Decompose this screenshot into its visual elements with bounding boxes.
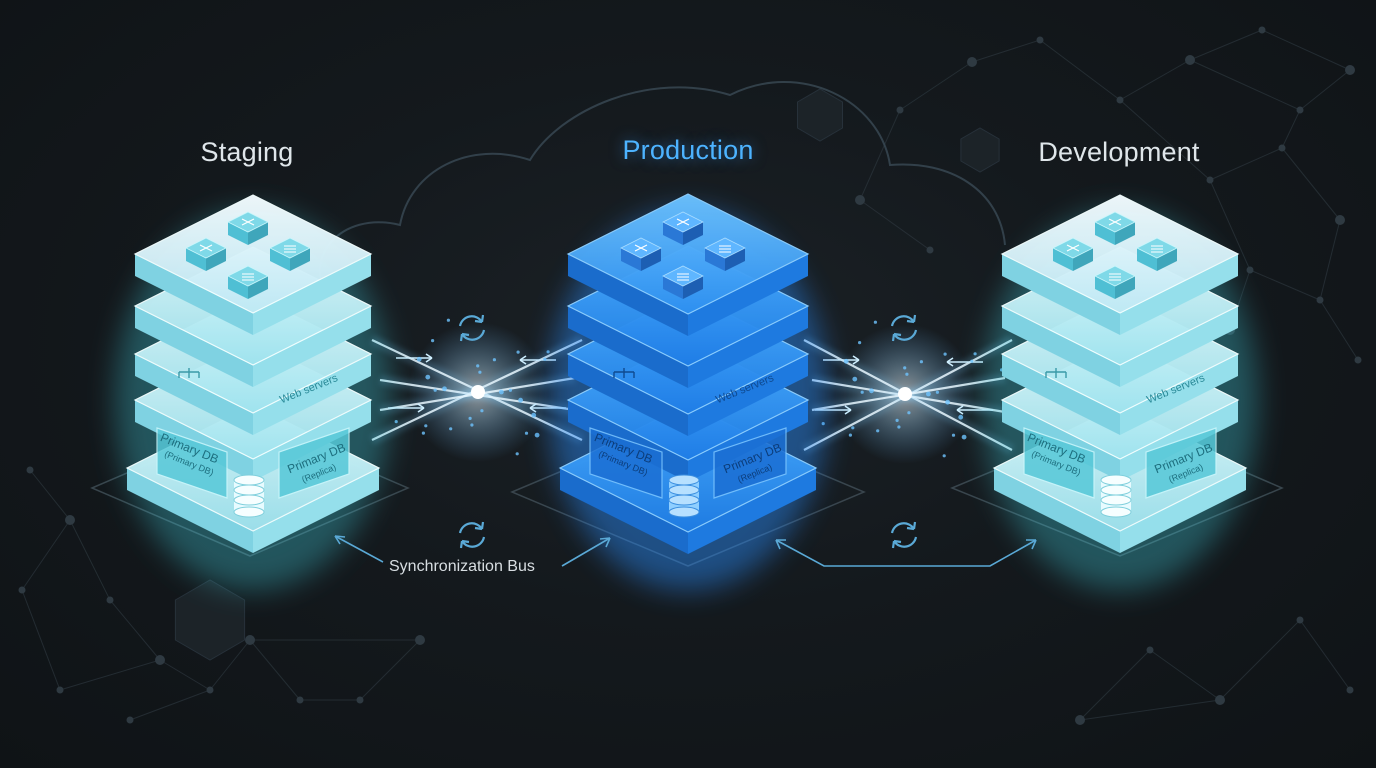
network-node-icon [1346,686,1354,694]
staging-title: Staging [200,137,294,167]
dev-prod-link [775,539,1037,567]
environment-stacks: Primary DB(Primary DB)Primary DB(Replica… [115,193,1258,590]
network-node-icon [855,195,865,205]
database-icon [1100,474,1132,518]
network-node-icon [415,635,425,645]
server-icon [227,265,269,299]
bus-arrow-left [334,535,384,563]
network-node-icon [65,515,75,525]
server-icon [1052,237,1094,271]
sync-icon [890,314,918,342]
network-node-icon [18,586,26,594]
server-icon [620,237,662,271]
network-node-icon [245,635,255,645]
network-node-icon [1206,176,1214,184]
network-node-icon [1185,55,1195,65]
server-icon [227,211,269,245]
network-node-icon [126,716,134,724]
network-node-icon [1316,296,1324,304]
sync-icon [458,521,486,549]
sync-connections [365,318,1015,464]
network-node-icon [296,696,304,704]
network-node-icon [356,696,364,704]
network-node-icon [106,596,114,604]
network-node-icon [1246,266,1254,274]
server-icon [269,237,311,271]
network-node-icon [967,57,977,67]
bus-connectors [334,535,1037,567]
server-icon [1136,237,1178,271]
server-icon [1094,265,1136,299]
network-node-icon [1146,646,1154,654]
network-node-icon [1296,106,1304,114]
bus-arrow-right [561,537,611,567]
network-node-icon [1354,356,1362,364]
network-node-icon [1345,65,1355,75]
network-node-icon [1036,36,1044,44]
network-node-icon [1278,144,1286,152]
sync-icon [890,521,918,549]
network-node-icon [896,106,904,114]
network-tree-icon [613,368,635,378]
network-tree-icon [1045,368,1067,378]
server-icon [704,237,746,271]
network-node-icon [1215,695,1225,705]
database-icon [668,474,700,518]
network-node-icon [155,655,165,665]
network-node-icon [1335,215,1345,225]
server-icon [185,237,227,271]
background-network [18,26,1362,725]
server-icon [662,265,704,299]
development-title: Development [1038,137,1200,167]
network-node-icon [926,246,934,254]
stack-production: Primary DB(Primary DB)Primary DB(Replica… [548,193,828,590]
cloud-outline [318,81,1006,301]
sync-icon [458,314,486,342]
network-node-icon [1296,616,1304,624]
production-title: Production [622,135,754,165]
network-node-icon [1116,96,1124,104]
stack-development: Primary DB(Primary DB)Primary DB(Replica… [982,194,1258,590]
database-icon [233,474,265,518]
server-icon [662,211,704,245]
synchronization-bus-label: Synchronization Bus [389,558,535,575]
server-icon [1094,211,1136,245]
network-node-icon [206,686,214,694]
network-node-icon [26,466,34,474]
network-node-icon [1258,26,1266,34]
network-tree-icon [178,368,200,378]
network-node-icon [56,686,64,694]
sync-icons [458,314,918,549]
stack-staging: Primary DB(Primary DB)Primary DB(Replica… [115,194,391,590]
network-node-icon [1075,715,1085,725]
